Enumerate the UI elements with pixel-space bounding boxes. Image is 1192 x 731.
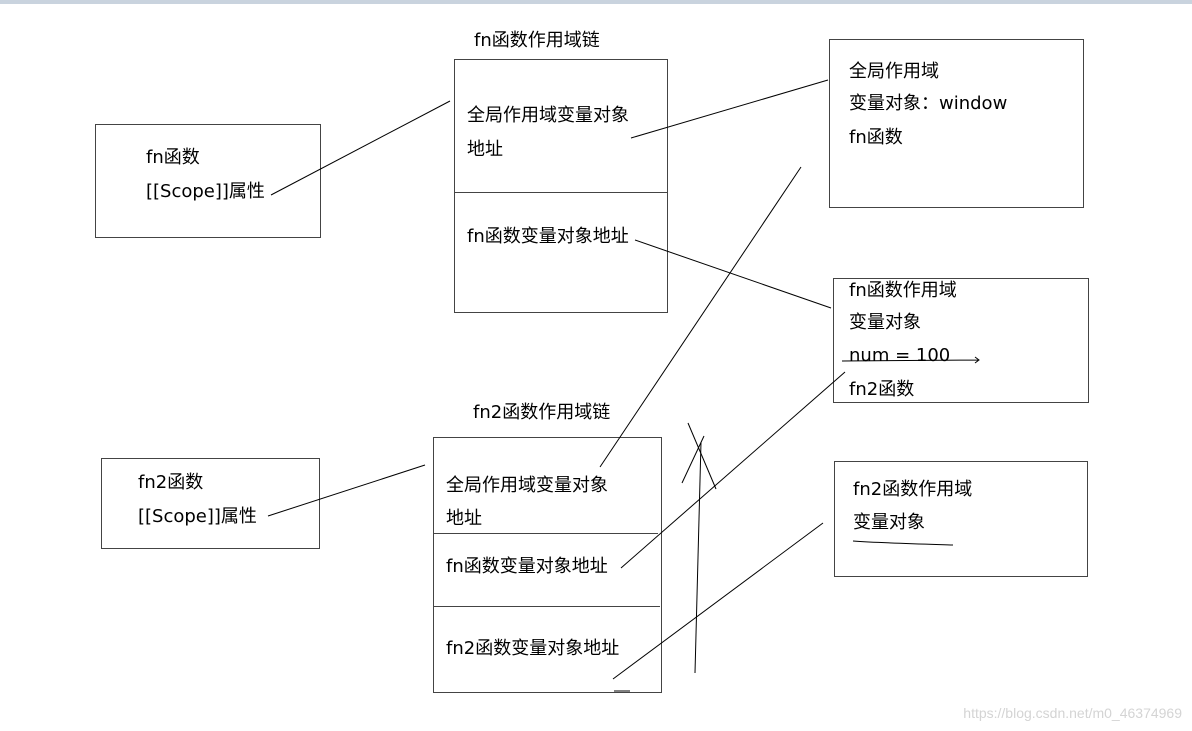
- fn-scope-title: fn函数作用域: [849, 280, 957, 301]
- fn-chain-cell-global-line1: 全局作用域变量对象: [467, 105, 629, 126]
- fn-scope-num: num = 100: [849, 345, 951, 366]
- global-scope-title: 全局作用域: [849, 61, 939, 82]
- scribble-diagonal-2: [681, 435, 705, 484]
- fn-scope-box: [833, 278, 1089, 403]
- fn2-chain-title: fn2函数作用域链: [473, 402, 611, 423]
- fn2-chain-cell-global-line1: 全局作用域变量对象: [446, 475, 608, 496]
- fn-scope-variable-object: 变量对象: [849, 312, 921, 333]
- fn2-function-box: [101, 458, 320, 549]
- fn-chain-cell-fn: fn函数变量对象地址: [467, 226, 629, 247]
- scribble-diagonal-1: [687, 422, 717, 490]
- top-strip: [0, 0, 1192, 4]
- fn2-chain-divider-2: [433, 606, 660, 607]
- fn-function-name: fn函数: [146, 147, 200, 168]
- fn2-chain-cell-fn: fn函数变量对象地址: [446, 556, 608, 577]
- fn-chain-box: [454, 59, 668, 313]
- scribble-vertical: [694, 441, 702, 674]
- fn-chain-divider: [454, 192, 668, 193]
- global-scope-box: [829, 39, 1084, 208]
- fn2-chain-divider-1: [433, 533, 658, 534]
- global-scope-variable-object: 变量对象：window: [849, 93, 1008, 114]
- fn2-scope-title: fn2函数作用域: [853, 479, 973, 500]
- global-scope-fn: fn函数: [849, 127, 903, 148]
- fn-function-scope-attr: [[Scope]]属性: [146, 181, 265, 202]
- fn-scope-fn2: fn2函数: [849, 379, 915, 400]
- fn-chain-title: fn函数作用域链: [474, 30, 600, 51]
- fn2-chain-cell-global-line2: 地址: [446, 508, 482, 529]
- fn2-chain-cell-fn2: fn2函数变量对象地址: [446, 638, 620, 659]
- fn2-function-scope-attr: [[Scope]]属性: [138, 506, 257, 527]
- fn2-function-name: fn2函数: [138, 472, 204, 493]
- fn2-scope-variable-object: 变量对象: [853, 512, 925, 533]
- watermark: https://blog.csdn.net/m0_46374969: [963, 705, 1182, 721]
- fn-chain-cell-global-line2: 地址: [467, 139, 503, 160]
